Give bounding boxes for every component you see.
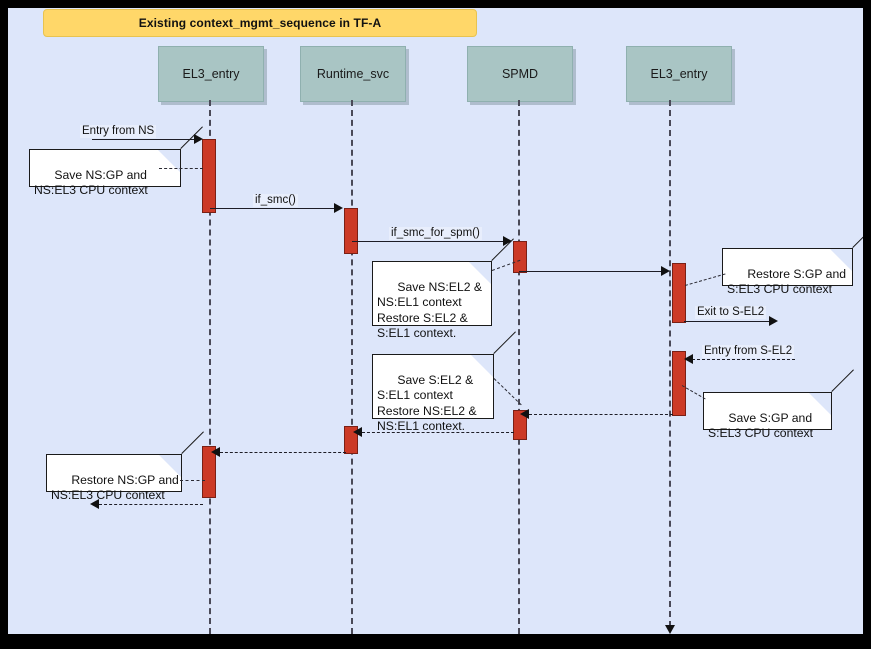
note-text: Restore NS:GP and NS:EL3 CPU context [51, 472, 179, 503]
message-if-smc-arrow-icon [334, 203, 343, 213]
note-text: Save NS:EL2 & NS:EL1 context Restore S:E… [377, 279, 483, 341]
message-final-return-arrow-icon [90, 499, 99, 509]
message-spmd-to-el3-line [519, 271, 663, 272]
participant-el3-entry-left[interactable]: EL3_entry [158, 46, 264, 102]
note-fold-line-icon [493, 331, 516, 354]
lifeline-el3-entry-left [209, 100, 211, 634]
message-if-smc-for-spm-arrow-icon [503, 236, 512, 246]
activation-el3-entry-left-2 [202, 446, 216, 498]
activation-spmd-1 [513, 241, 527, 273]
message-spmd-to-runtime-return-arrow-icon [353, 427, 362, 437]
message-if-smc-for-spm-label: if_smc_for_spm() [389, 227, 482, 240]
note-fold-icon [469, 262, 491, 284]
message-exit-to-s-el2-arrow-icon [769, 316, 778, 326]
participant-spmd[interactable]: SPMD [467, 46, 573, 102]
message-exit-to-s-el2-line [684, 321, 769, 322]
note-fold-icon [809, 393, 831, 415]
note-anchor-3 [684, 273, 726, 286]
participant-label: EL3_entry [650, 67, 708, 81]
activation-el3-entry-right-1 [672, 263, 686, 323]
note-fold-line-icon [181, 431, 204, 454]
diagram-title: Existing context_mgmt_sequence in TF-A [43, 9, 477, 37]
message-entry-from-ns-arrow-icon [194, 134, 203, 144]
note-anchor-6 [180, 480, 205, 481]
message-entry-from-s-el2-label: Entry from S-EL2 [702, 345, 795, 358]
participant-el3-entry-right[interactable]: EL3_entry [626, 46, 732, 102]
message-entry-from-s-el2-line [692, 359, 795, 360]
lifeline-el3-entry-right [669, 100, 671, 627]
participant-label: EL3_entry [182, 67, 240, 81]
message-runtime-to-el3-return-line [220, 452, 346, 453]
note-save-ns-gp: Save NS:GP and NS:EL3 CPU context [29, 126, 203, 197]
activation-el3-entry-left-1 [202, 139, 216, 213]
message-final-return-line [99, 504, 203, 505]
note-anchor-1 [159, 168, 203, 169]
message-entry-from-ns-line [92, 139, 196, 140]
lifeline-spmd [518, 100, 520, 634]
note-save-ns-el2: Save NS:EL2 & NS:EL1 context Restore S:E… [372, 238, 514, 340]
note-text: Save S:GP and S:EL3 CPU context [708, 410, 813, 441]
note-text: Save NS:GP and NS:EL3 CPU context [34, 167, 148, 198]
message-if-smc-for-spm-line [352, 241, 503, 242]
message-runtime-to-el3-return-arrow-icon [211, 447, 220, 457]
message-spmd-to-runtime-return-line [362, 432, 514, 433]
note-fold-line-icon [852, 225, 863, 248]
message-if-smc-line [210, 208, 334, 209]
participant-runtime-svc[interactable]: Runtime_svc [300, 46, 406, 102]
note-fold-icon [830, 249, 852, 271]
message-entry-from-ns-label: Entry from NS [80, 125, 157, 138]
lifeline-runtime-svc [351, 100, 353, 634]
note-restore-s-gp: Restore S:GP and S:EL3 CPU context [722, 225, 863, 296]
activation-el3-entry-right-2 [672, 351, 686, 416]
diagram-canvas: Existing context_mgmt_sequence in TF-A E… [8, 8, 863, 634]
participant-label: SPMD [501, 67, 539, 81]
message-if-smc-label: if_smc() [253, 194, 298, 207]
note-fold-line-icon [831, 369, 854, 392]
message-entry-from-s-el2-arrow-icon [684, 354, 693, 364]
note-text: Restore S:GP and S:EL3 CPU context [727, 266, 847, 297]
note-fold-icon [471, 355, 493, 377]
note-text: Save S:EL2 & S:EL1 context Restore NS:EL… [377, 372, 477, 434]
message-el3-to-spmd-return-arrow-icon [520, 409, 529, 419]
message-exit-to-s-el2-label: Exit to S-EL2 [695, 306, 767, 319]
message-spmd-to-el3-arrow-icon [661, 266, 670, 276]
lifeline-end-arrow-icon [665, 625, 675, 634]
note-fold-icon [158, 150, 180, 172]
note-save-s-el2: Save S:EL2 & S:EL1 context Restore NS:EL… [372, 331, 516, 433]
note-restore-ns-gp: Restore NS:GP and NS:EL3 CPU context [46, 431, 204, 502]
activation-runtime-svc-1 [344, 208, 358, 254]
note-fold-icon [159, 455, 181, 477]
message-el3-to-spmd-return-line [529, 414, 673, 415]
note-save-s-gp: Save S:GP and S:EL3 CPU context [703, 369, 854, 440]
participant-label: Runtime_svc [316, 67, 390, 81]
